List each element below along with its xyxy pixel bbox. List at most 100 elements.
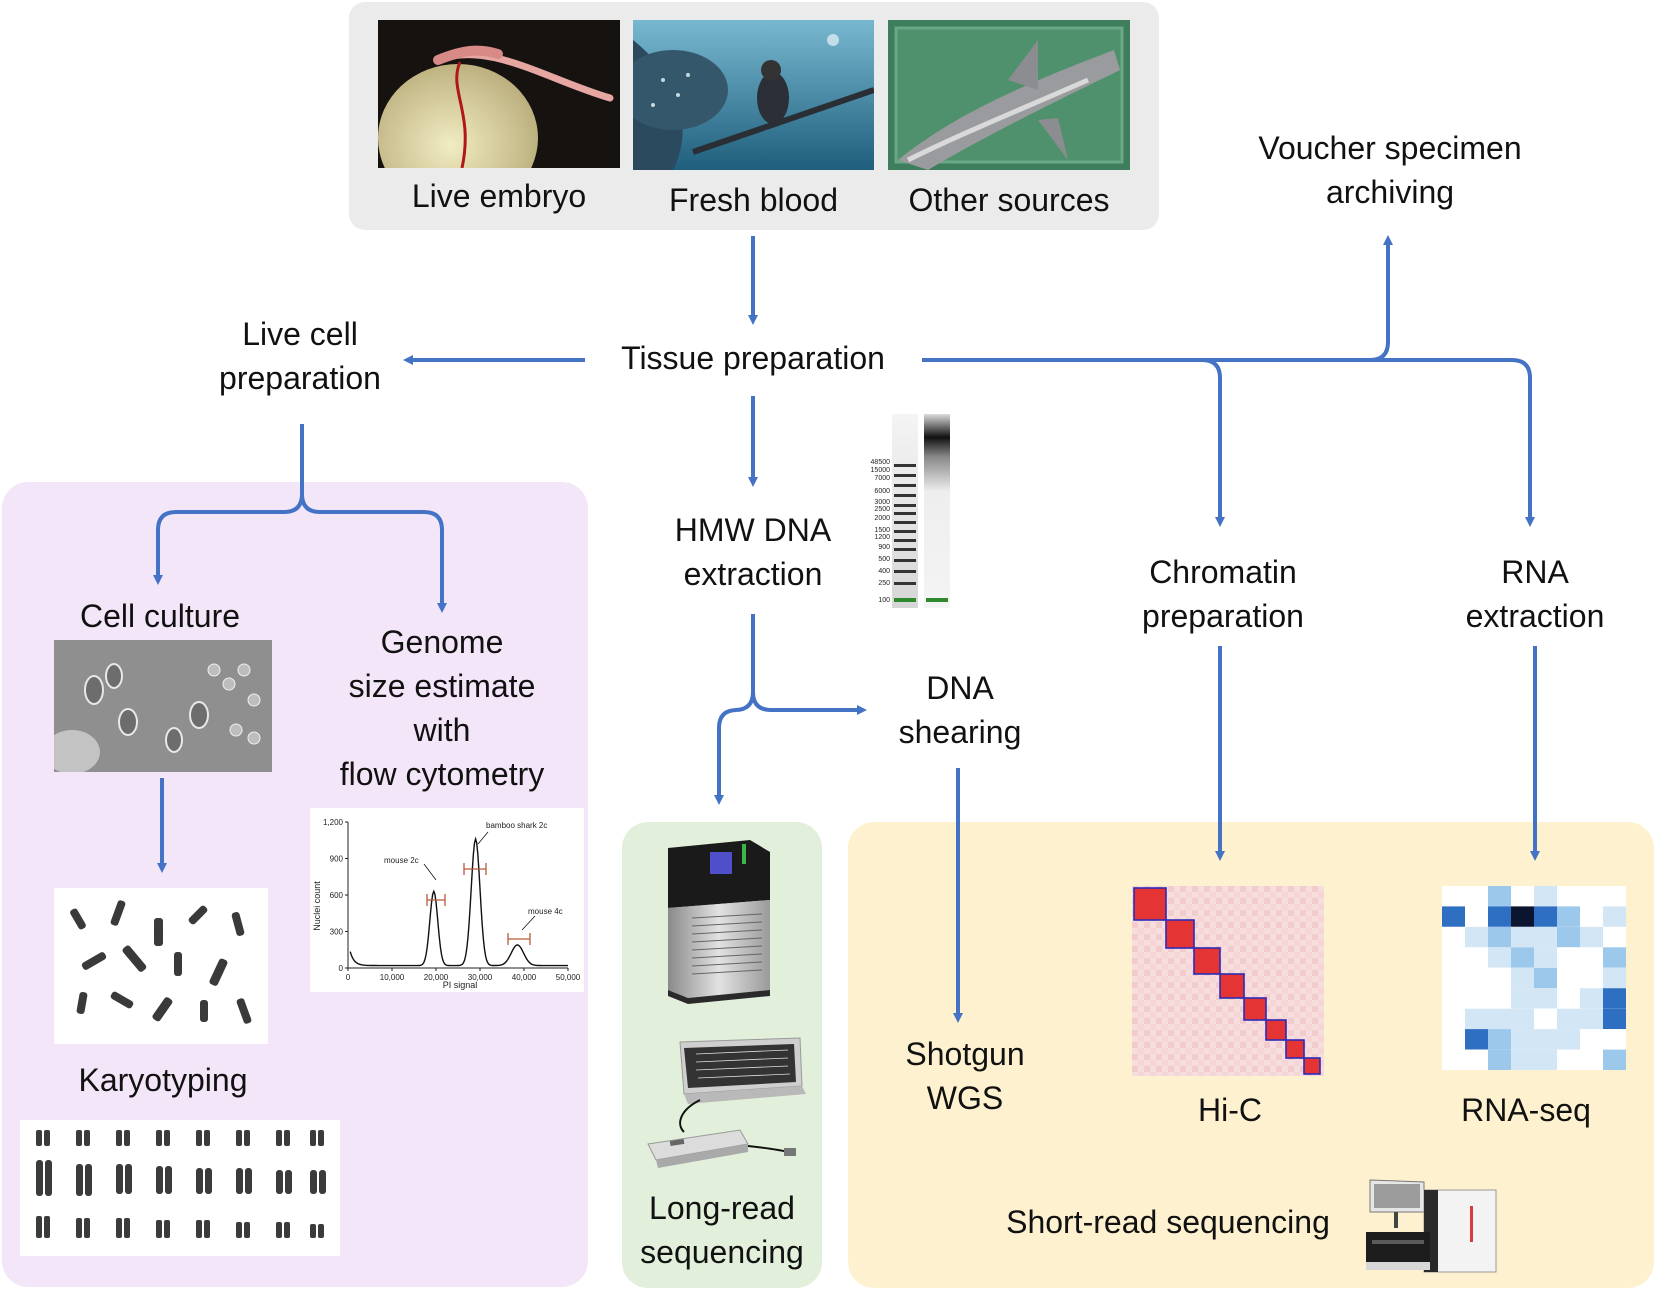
gel-label-2: 7000 bbox=[874, 475, 890, 482]
flow-y-tick-label: 0 bbox=[339, 964, 344, 973]
heatmap-cell bbox=[1580, 886, 1603, 907]
flow-histogram-line bbox=[349, 836, 568, 967]
rnaseq-label: RNA-seq bbox=[1461, 1092, 1591, 1128]
heatmap-cell bbox=[1511, 906, 1534, 927]
hmw-label-line2: extraction bbox=[683, 556, 823, 592]
cell-culture-photo bbox=[54, 640, 272, 772]
rna-label-line2: extraction bbox=[1465, 598, 1605, 634]
heatmap-cell bbox=[1557, 926, 1580, 948]
heatmap-cell bbox=[1465, 1049, 1488, 1070]
hmw-label-line1: HMW DNA bbox=[674, 512, 832, 548]
flow-y-tick-label: 600 bbox=[330, 891, 344, 900]
heatmap-cell bbox=[1442, 1029, 1465, 1050]
tissue-preparation-label: Tissue preparation bbox=[621, 340, 885, 376]
laptop-minion-icon bbox=[647, 1037, 806, 1168]
heatmap-cell bbox=[1465, 967, 1488, 989]
annotation-mouse-4c: mouse 4c bbox=[528, 907, 563, 916]
heatmap-cell bbox=[1557, 988, 1580, 1009]
heatmap-cell bbox=[1488, 988, 1511, 1009]
gel-label-1: 15000 bbox=[871, 467, 891, 474]
long-read-label-line1: Long-read bbox=[649, 1190, 795, 1226]
gel-label-10: 500 bbox=[878, 556, 890, 563]
heatmap-cell bbox=[1465, 988, 1488, 1009]
arrow-to-genome-size bbox=[300, 493, 447, 613]
chromatin-label-line2: preparation bbox=[1142, 598, 1304, 634]
gel-label-9: 900 bbox=[878, 544, 890, 551]
heatmap-cell bbox=[1488, 1008, 1511, 1030]
heatmap-cell bbox=[1580, 1029, 1603, 1050]
heatmap-cell bbox=[1511, 967, 1534, 989]
dna-shearing-label-line1: DNA bbox=[926, 670, 994, 706]
arrow-tissue-to-rna bbox=[922, 358, 1535, 527]
shotgun-label-line1: Shotgun bbox=[905, 1036, 1025, 1072]
flow-ylabel: Nuclei count bbox=[312, 881, 322, 931]
heatmap-cell bbox=[1442, 947, 1465, 968]
chromatin-label-line1: Chromatin bbox=[1149, 554, 1297, 590]
heatmap-cell bbox=[1603, 1029, 1626, 1050]
flow-x-tick-label: 20,000 bbox=[424, 973, 449, 982]
heatmap-cell bbox=[1488, 926, 1511, 948]
gel-label-6: 2000 bbox=[874, 515, 890, 522]
heatmap-cell bbox=[1488, 1029, 1511, 1050]
gel-label-0: 48500 bbox=[871, 459, 891, 466]
annotation-mouse-2c: mouse 2c bbox=[384, 856, 419, 865]
arrow-to-dna-shearing bbox=[751, 691, 867, 715]
long-read-sequencer-icon bbox=[668, 840, 770, 1004]
live-embryo-label: Live embryo bbox=[411, 178, 587, 214]
heatmap-cell bbox=[1557, 1029, 1580, 1050]
heatmap-cell bbox=[1511, 1008, 1534, 1030]
heatmap-cell bbox=[1442, 886, 1465, 907]
karyotyping-label: Karyotyping bbox=[78, 1062, 248, 1098]
heatmap-cell bbox=[1488, 886, 1511, 907]
heatmap-cell bbox=[1442, 967, 1465, 989]
flow-xlabel: PI signal bbox=[443, 980, 478, 990]
heatmap-cell bbox=[1534, 967, 1557, 989]
heatmap-cell bbox=[1511, 1049, 1534, 1070]
heatmap-cell bbox=[1442, 988, 1465, 1009]
heatmap-cell bbox=[1603, 947, 1626, 968]
genome-size-label-line4: flow cytometry bbox=[339, 756, 545, 792]
heatmap-cell bbox=[1534, 886, 1557, 907]
heatmap-cell bbox=[1465, 926, 1488, 948]
heatmap-cell bbox=[1557, 967, 1580, 989]
heatmap-cell bbox=[1534, 1049, 1557, 1070]
gel-label-12: 250 bbox=[878, 580, 890, 587]
heatmap-cell bbox=[1603, 967, 1626, 989]
live-cell-label-line2: preparation bbox=[219, 360, 381, 396]
karyotype-image bbox=[20, 1120, 340, 1256]
heatmap-cell bbox=[1534, 906, 1557, 927]
heatmap-cell bbox=[1511, 947, 1534, 968]
heatmap-cell bbox=[1442, 906, 1465, 927]
cell-culture-label: Cell culture bbox=[79, 598, 241, 634]
heatmap-cell bbox=[1534, 1029, 1557, 1050]
arrow-to-long-read bbox=[714, 614, 755, 805]
heatmap-cell bbox=[1580, 1049, 1603, 1070]
heatmap-cell bbox=[1557, 1049, 1580, 1070]
gel-label-11: 400 bbox=[878, 568, 890, 575]
short-read-sequencer-icon bbox=[1366, 1179, 1497, 1273]
heatmap-cell bbox=[1603, 886, 1626, 907]
heatmap-cell bbox=[1580, 947, 1603, 968]
heatmap-cell bbox=[1442, 1008, 1465, 1030]
fresh-blood-label: Fresh blood bbox=[669, 182, 838, 218]
flow-y-tick-label: 1,200 bbox=[323, 818, 344, 827]
heatmap-cell bbox=[1580, 926, 1603, 948]
hic-contact-map bbox=[1132, 886, 1324, 1076]
heatmap-cell bbox=[1603, 1008, 1626, 1030]
heatmap-cell bbox=[1580, 967, 1603, 989]
heatmap-cell bbox=[1465, 1029, 1488, 1050]
voucher-label-line1: Voucher specimen bbox=[1258, 130, 1522, 166]
heatmap-cell bbox=[1534, 1008, 1557, 1030]
heatmap-cell bbox=[1557, 947, 1580, 968]
heatmap-cell bbox=[1488, 906, 1511, 927]
gel-label-7: 1500 bbox=[874, 527, 890, 534]
genome-size-label-line2: size estimate bbox=[348, 668, 536, 704]
genome-size-label-line1: Genome bbox=[380, 624, 504, 660]
rnaseq-heatmap bbox=[1442, 886, 1626, 1070]
dna-shearing-label-line2: shearing bbox=[898, 714, 1022, 750]
gate-markers bbox=[426, 863, 531, 945]
heatmap-cell bbox=[1465, 1008, 1488, 1030]
heatmap-cell bbox=[1488, 967, 1511, 989]
